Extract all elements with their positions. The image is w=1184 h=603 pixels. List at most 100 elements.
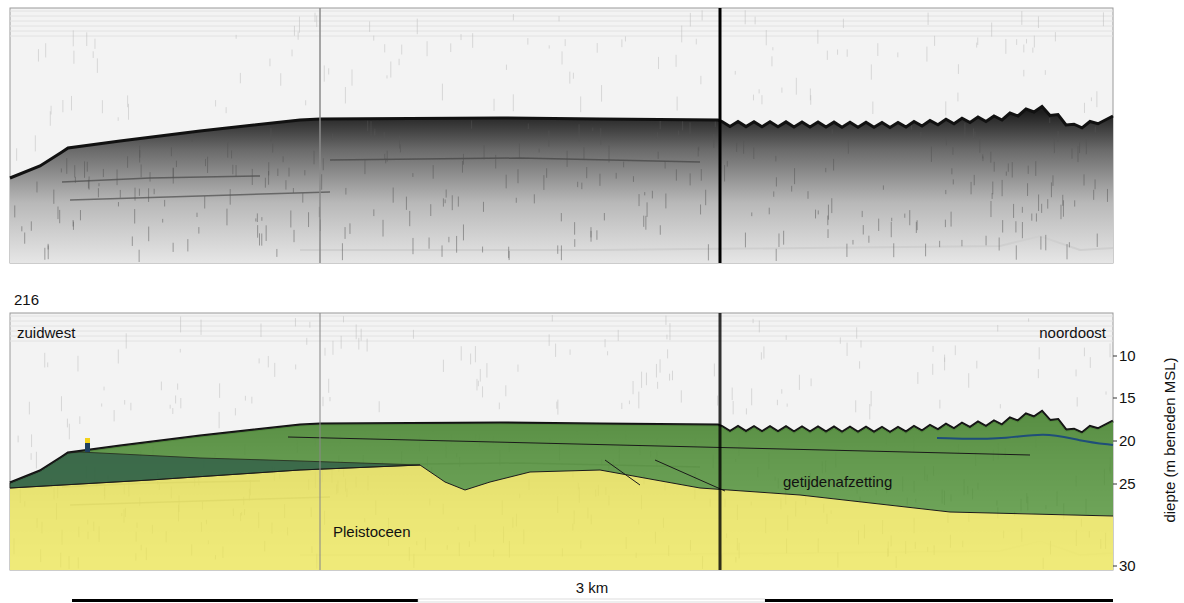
seismic-noise — [274, 363, 275, 377]
seismic-noise — [429, 238, 430, 249]
seismic-noise — [715, 121, 716, 127]
seismic-noise — [944, 355, 945, 371]
seismic-noise — [269, 59, 270, 67]
seismic-noise — [920, 132, 921, 137]
seismic-noise — [848, 141, 849, 154]
seismic-noise — [98, 183, 99, 186]
seismic-noise — [171, 147, 172, 156]
seismic-noise — [666, 335, 667, 340]
seismic-noise — [557, 245, 558, 253]
seismic-noise — [236, 165, 237, 176]
seismic-noise — [574, 222, 575, 235]
seismic-noise — [251, 397, 252, 404]
seismic-noise — [261, 217, 262, 221]
seismic-noise — [130, 403, 131, 411]
seismic-noise — [832, 129, 833, 134]
seismic-noise — [660, 120, 661, 129]
seismic-noise — [62, 100, 63, 112]
seismic-noise — [1012, 162, 1013, 177]
seismic-noise — [761, 352, 762, 359]
seismic-noise — [528, 123, 529, 129]
seismic-noise — [743, 141, 744, 154]
seismic-noise — [682, 121, 683, 131]
seismic-noise — [180, 349, 181, 353]
seismic-noise — [667, 349, 668, 358]
seismic-noise — [104, 387, 105, 391]
seismic-noise — [775, 156, 776, 161]
seismic-noise — [226, 107, 227, 113]
seismic-noise — [549, 334, 550, 345]
seismic-noise — [852, 240, 853, 245]
seismic-noise — [974, 175, 975, 185]
seismic-noise — [681, 26, 682, 43]
seismic-noise — [623, 162, 624, 168]
seismic-noise — [470, 354, 471, 365]
seismic-noise — [660, 225, 661, 234]
unit-label: getijdenafzetting — [783, 473, 892, 491]
region-fill — [10, 465, 1113, 570]
seismic-noise — [255, 218, 256, 221]
seismic-noise — [755, 17, 756, 25]
seismic-noise — [369, 21, 370, 31]
seismic-noise — [390, 62, 391, 78]
seismic-noise — [462, 161, 463, 173]
seismic-noise — [150, 172, 151, 181]
seismic-noise — [574, 239, 575, 247]
seismic-noise — [374, 129, 375, 136]
seismic-noise — [61, 396, 62, 411]
seismic-noise — [776, 249, 777, 261]
seismic-noise — [443, 198, 444, 206]
seismic-noise — [299, 17, 300, 33]
seismic-noise — [1000, 404, 1001, 408]
seismic-noise — [1002, 220, 1003, 232]
seismic-noise — [513, 14, 514, 20]
seismic-noise — [384, 132, 385, 139]
seismic-noise — [733, 401, 734, 414]
seismic-noise — [461, 346, 462, 360]
seismic-noise — [958, 64, 959, 74]
seismic-noise — [828, 205, 829, 220]
seismic-noise — [609, 146, 610, 163]
seismic-noise — [1047, 199, 1048, 208]
seismic-noise — [548, 131, 549, 147]
seismic-noise — [855, 400, 856, 412]
seismic-noise — [332, 134, 333, 140]
seismic-noise — [727, 161, 728, 167]
seismic-noise — [1045, 235, 1046, 250]
seismic-noise — [833, 159, 834, 171]
seismic-noise — [778, 233, 779, 247]
noise-band — [10, 16, 1113, 17]
seismic-noise — [24, 233, 25, 244]
seismic-noise — [345, 188, 346, 195]
seismic-noise — [36, 452, 37, 469]
seismic-noise — [591, 231, 592, 242]
unit-boundary — [10, 465, 1113, 516]
seismic-noise — [128, 104, 129, 120]
seismic-noise — [1096, 91, 1097, 107]
panel-frame — [10, 313, 1113, 570]
seismic-noise — [1040, 236, 1041, 249]
scale-bar — [72, 599, 418, 602]
seismic-noise — [361, 329, 362, 341]
seismic-noise — [406, 197, 407, 210]
seismic-noise — [139, 250, 140, 262]
seismic-noise — [647, 202, 648, 217]
seismic-noise — [463, 224, 464, 240]
seismic-noise — [295, 364, 296, 369]
seismic-noise — [328, 379, 329, 393]
seismic-noise — [132, 236, 133, 245]
seismic-noise — [946, 138, 947, 146]
seismic-noise — [1034, 36, 1035, 48]
seismic-noise — [316, 16, 317, 27]
seismic-noise — [862, 211, 863, 217]
seismic-noise — [690, 13, 691, 26]
seismic-noise — [952, 147, 953, 155]
panel-frame — [10, 8, 1113, 263]
seismic-noise — [94, 39, 95, 49]
trace-marker — [319, 8, 321, 263]
seismic-noise — [759, 321, 760, 333]
seismic-noise — [1084, 103, 1085, 113]
seismic-noise — [658, 57, 659, 69]
seismic-noise — [781, 88, 782, 93]
seismic-noise — [294, 26, 295, 36]
